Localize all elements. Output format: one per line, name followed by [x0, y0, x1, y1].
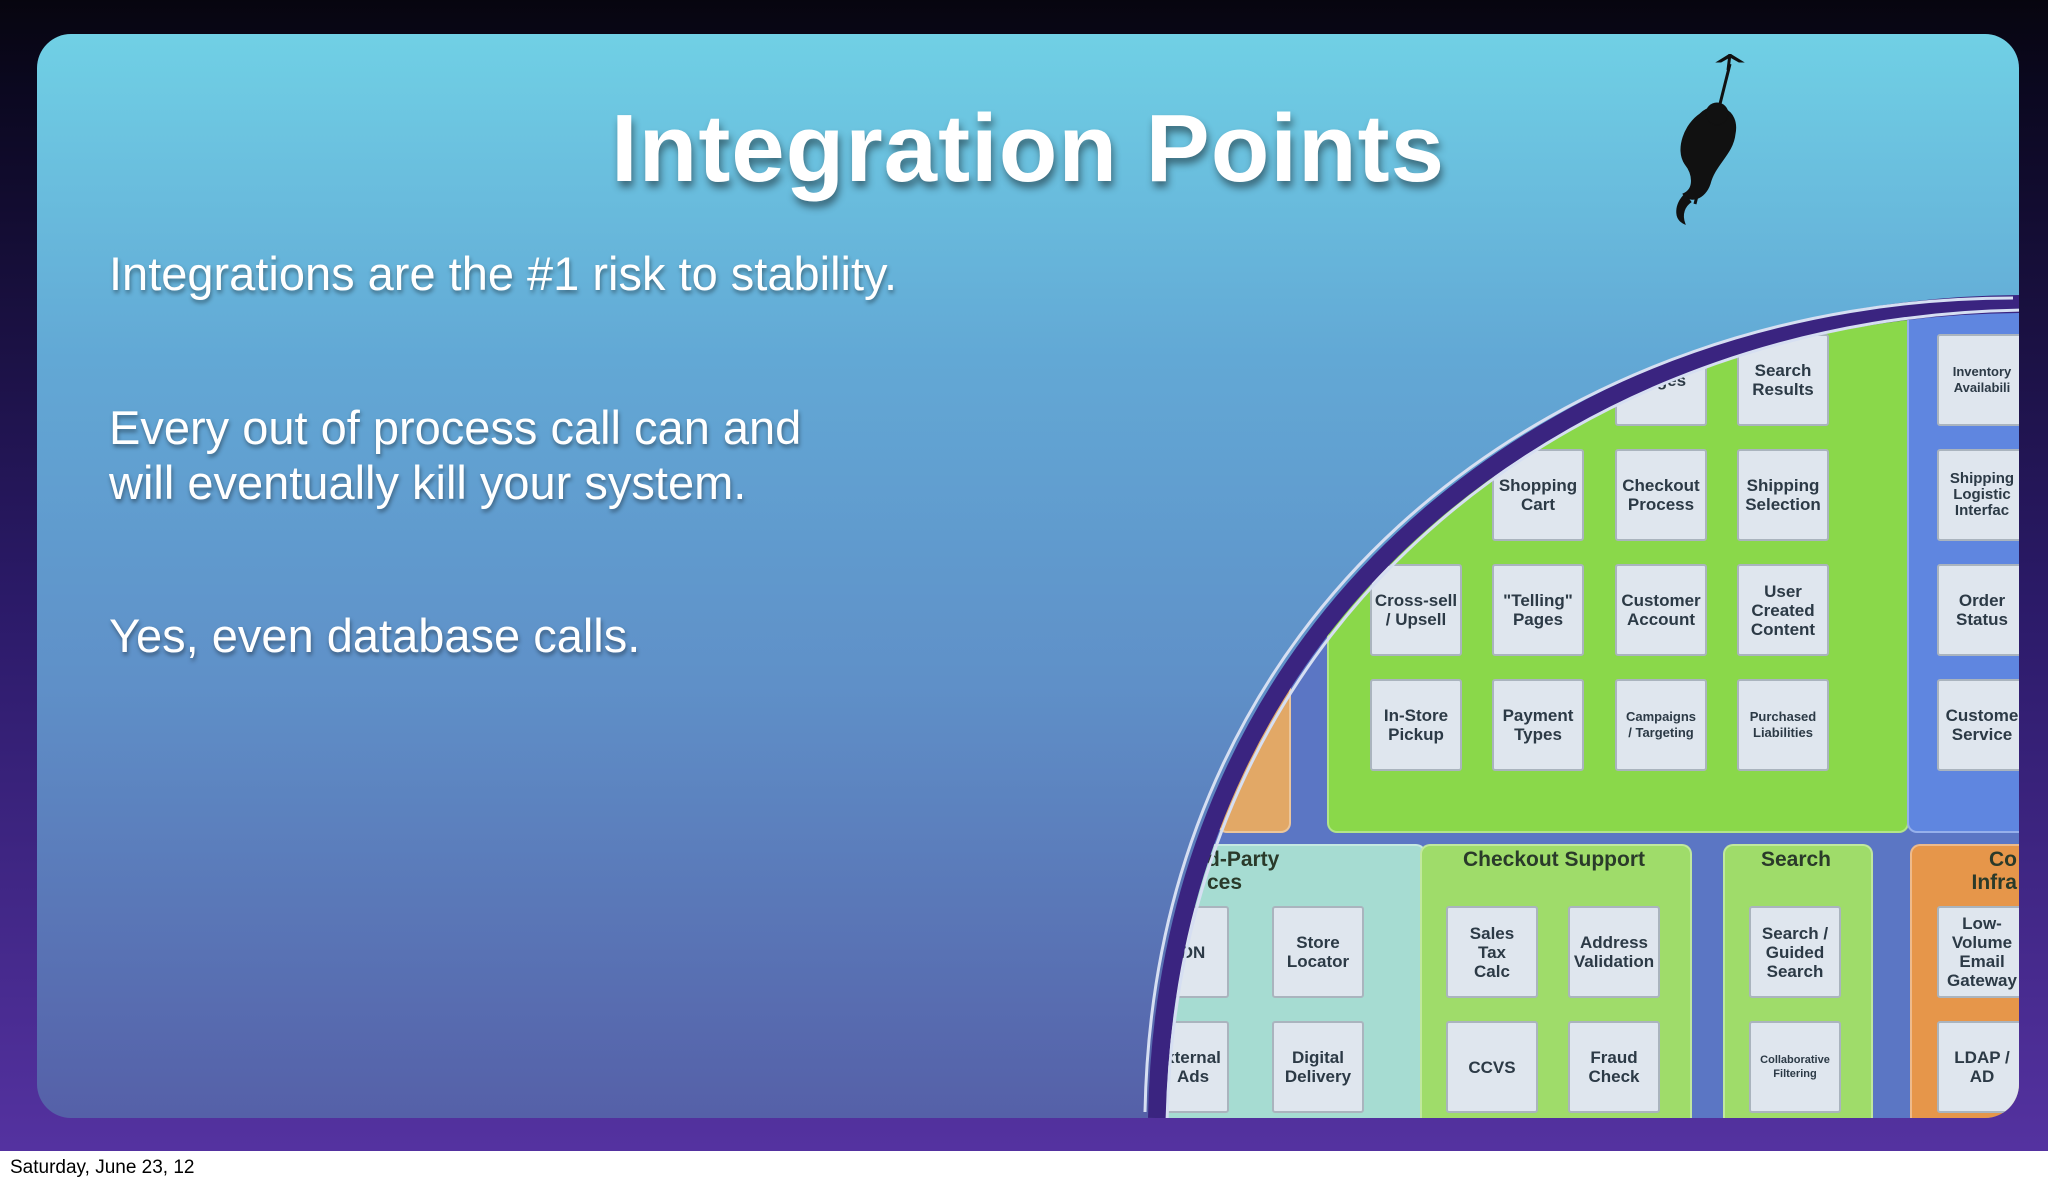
- slide: Integration Points Integrations are the …: [37, 34, 2019, 1118]
- tile-purchased-liabilities: Purchased Liabilities: [1737, 679, 1829, 771]
- tile-sales-tax-calc: Sales Tax Calc: [1446, 906, 1538, 998]
- tile-digital-delivery: Digital Delivery: [1272, 1021, 1364, 1113]
- tile-guided-search: Search / Guided Search: [1749, 906, 1841, 998]
- tile-inventory-availability: Inventory Availabili: [1937, 334, 2019, 426]
- bullet-out-of-process-line2: will eventually kill your system.: [109, 456, 747, 509]
- tile-campaigns-targeting: Campaigns / Targeting: [1615, 679, 1707, 771]
- core-infra-panel-title: Co Infra: [1971, 848, 2017, 894]
- bullet-out-of-process-line1: Every out of process call can and: [109, 401, 802, 454]
- tile-collaborative-filtering: Collaborative Filtering: [1749, 1021, 1841, 1113]
- tile-telling-pages: "Telling" Pages: [1492, 564, 1584, 656]
- tile-ldap-ad: LDAP / AD: [1937, 1021, 2019, 1113]
- third-party-panel-title: d-Party ces: [1207, 848, 1280, 894]
- footer-bar: Saturday, June 23, 12: [0, 1151, 2048, 1184]
- tile-email-gateway: Low- Volume Email Gateway: [1937, 906, 2019, 998]
- slide-title: Integration Points: [611, 95, 1445, 202]
- tile-customer-account: Customer Account: [1615, 564, 1707, 656]
- bullet-integrations-risk: Integrations are the #1 risk to stabilit…: [109, 247, 898, 300]
- checkout-support-panel-title: Checkout Support: [1463, 848, 1645, 871]
- tile-fraud-check: Fraud Check: [1568, 1021, 1660, 1113]
- diagram-frame-curve: [1143, 295, 2019, 1118]
- search-panel-title: Search: [1760, 848, 1832, 871]
- tile-order-status: Order Status: [1937, 564, 2019, 656]
- tile-store-locator: Store Locator: [1272, 906, 1364, 998]
- tile-address-validation: Address Validation: [1568, 906, 1660, 998]
- devil-trident-logo-icon: [1676, 54, 1745, 225]
- tile-cross-sell: Cross-sell / Upsell: [1370, 564, 1462, 656]
- bullet-database-calls: Yes, even database calls.: [109, 609, 641, 662]
- tile-shipping-selection: Shipping Selection: [1737, 449, 1829, 541]
- tile-ccvs: CCVS: [1446, 1021, 1538, 1113]
- footer-date: Saturday, June 23, 12: [10, 1157, 195, 1178]
- tile-customer-service: Custome Service: [1937, 679, 2019, 771]
- tile-payment-types: Payment Types: [1492, 679, 1584, 771]
- tile-checkout-process: Checkout Process: [1615, 449, 1707, 541]
- tile-shipping-logistics: Shipping Logistic Interfac: [1937, 449, 2019, 541]
- tile-in-store-pickup: In-Store Pickup: [1370, 679, 1462, 771]
- tile-user-created-content: User Created Content: [1737, 564, 1829, 656]
